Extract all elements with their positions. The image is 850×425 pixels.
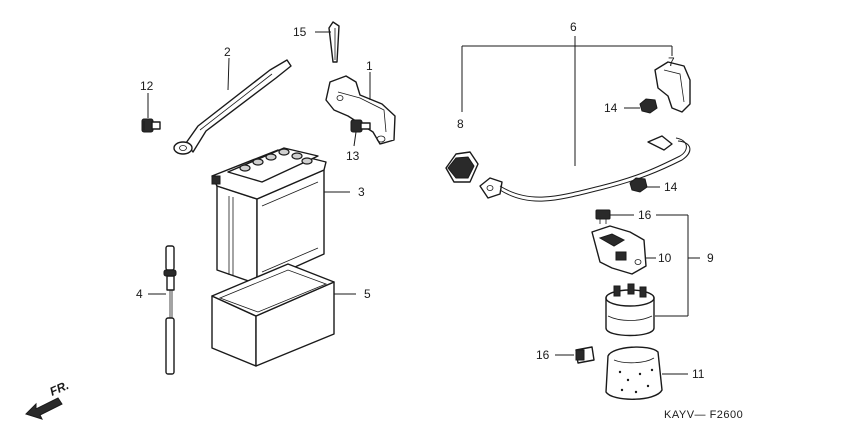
connector-cover-8 (445, 151, 479, 183)
battery (211, 147, 327, 285)
callout-15: 15 (293, 25, 307, 39)
leader-lines (147, 31, 700, 375)
nut-14-lower (629, 177, 648, 193)
callout-labels: 1 2 3 4 5 6 7 8 9 10 11 12 13 14 14 15 1… (136, 20, 714, 381)
callout-3: 3 (358, 185, 365, 199)
battery-stay-bracket (325, 75, 396, 145)
callout-4: 4 (136, 287, 143, 301)
callout-16-lower: 16 (536, 348, 550, 362)
battery-holder-strap (173, 59, 292, 155)
nut-14-upper (639, 98, 658, 114)
bolt-13 (350, 119, 371, 133)
starter-relay-bracket-lines (655, 214, 689, 317)
callout-14-lower: 14 (664, 180, 678, 194)
battery-cable (479, 135, 691, 202)
callout-11: 11 (692, 367, 705, 381)
callout-13: 13 (346, 149, 360, 163)
callout-5: 5 (364, 287, 371, 301)
breather-tube (163, 245, 177, 375)
fuse-16-upper (595, 209, 611, 224)
terminal-cover-7 (654, 61, 691, 113)
clip-pin (328, 21, 340, 63)
callout-10: 10 (658, 251, 672, 265)
callout-2: 2 (224, 45, 231, 59)
relay-cover-11 (605, 346, 663, 400)
fuse-16-lower (575, 346, 595, 364)
bolt-12 (141, 118, 161, 133)
battery-case (211, 263, 335, 367)
callout-12: 12 (140, 79, 154, 93)
starter-relay (605, 283, 655, 337)
harness-bracket-lines (461, 36, 673, 166)
callout-9: 9 (707, 251, 714, 265)
callout-16-upper: 16 (638, 208, 652, 222)
callout-6: 6 (570, 20, 577, 34)
drawing-code: KAYV— F2600 (664, 409, 743, 421)
callout-1: 1 (366, 59, 373, 73)
fuse-holder-10 (591, 225, 647, 275)
front-arrow: FR. (25, 378, 71, 420)
front-indicator: FR. (48, 378, 71, 399)
callout-7: 7 (668, 55, 675, 69)
callout-8: 8 (457, 117, 464, 131)
callout-14-upper: 14 (604, 101, 618, 115)
